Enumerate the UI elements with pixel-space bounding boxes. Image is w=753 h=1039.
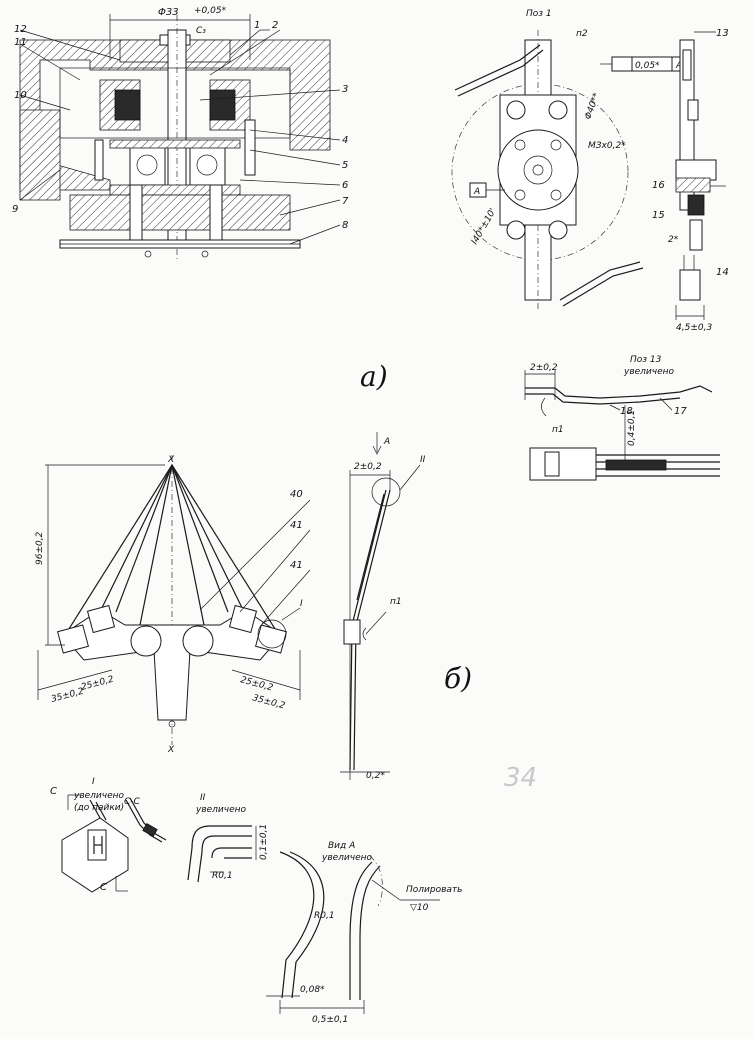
detail-II-dim: 0,1±0,1 [259, 824, 269, 860]
side-dim: 2* [668, 235, 679, 245]
figure-b-label: б) [444, 662, 472, 695]
detail-II-subtitle: увеличено [195, 805, 247, 815]
detail-I-line1: увеличено [73, 791, 125, 801]
view-A [266, 851, 440, 1014]
part-4: 4 [342, 135, 348, 146]
spring-dim-3: 25±0,2 [239, 675, 274, 693]
poz1-dim-1: Φ40** [583, 91, 602, 121]
page-number: 34 [504, 763, 537, 793]
poz1-title: Поз 1 [526, 9, 552, 19]
view-A-thickness: 0,08* [300, 985, 325, 995]
part-8: 8 [342, 220, 348, 231]
poz1-dim-2: МЗх0,2* [588, 141, 626, 151]
spring-height: 96±0,2 [35, 531, 45, 565]
part-12: 12 [14, 24, 27, 35]
spring-41-b: 41 [290, 560, 303, 571]
poz1-tol: 0,05* [635, 61, 660, 71]
view-A-radius: R0,1 [314, 911, 335, 921]
poz13-subtitle: увеличено [623, 367, 675, 377]
detail-I-section: С-С [124, 797, 141, 807]
poz1-view [451, 30, 689, 310]
side-bottom-dim: 4,5±0,3 [676, 323, 712, 333]
top-dimension-main: Φ33 [158, 7, 179, 18]
detail-II-view [187, 825, 257, 883]
part-6: 6 [342, 180, 348, 191]
part-7: 7 [342, 196, 349, 207]
spring-axis-top: X [167, 455, 175, 465]
part-1: 1 [254, 20, 260, 31]
part-10: 10 [14, 90, 27, 101]
part-2: 2 [272, 20, 278, 31]
poz13-17: 17 [674, 406, 687, 417]
poz13-view [524, 370, 720, 481]
figure-a-label: а) [360, 360, 388, 393]
spring-front-view [37, 455, 311, 745]
side-spring-arrow: A [383, 437, 390, 447]
spring-41-a: 41 [290, 520, 303, 531]
poz13-p1: п1 [552, 425, 564, 435]
assembly-section-view [19, 14, 341, 260]
detail-I-view [61, 794, 167, 893]
part-5: 5 [342, 160, 348, 171]
spring-40: 40 [290, 489, 303, 500]
spring-side-view [340, 432, 421, 780]
spring-axis-bottom: X [167, 745, 175, 755]
poz13-18: 18 [620, 406, 633, 417]
side-spring-dim-top: 2±0,2 [354, 462, 382, 472]
side-view [675, 31, 726, 320]
top-dimension-tol: +0,05* [194, 6, 227, 16]
side-14: 14 [716, 267, 729, 278]
part-9: 9 [12, 204, 18, 215]
view-A-polish: Полировать [406, 885, 462, 895]
view-A-subtitle: увеличено [321, 853, 373, 863]
poz1-tol-datum: A [675, 61, 682, 71]
spring-dim-2: 35±0,2 [50, 687, 85, 705]
detail-II-radius: R0,1 [212, 871, 233, 881]
detail-I-cut-top: C [50, 786, 57, 797]
detail-I-cut-bottom: C [100, 882, 107, 893]
side-15: 15 [652, 210, 665, 221]
side-spring-dim-bottom: 0,2* [366, 771, 385, 781]
poz13-title: Поз 13 [630, 355, 662, 365]
view-A-title: Вид А [328, 841, 355, 851]
poz13-dim2: 0,4±0,1 [627, 410, 637, 446]
part-3: 3 [342, 84, 348, 95]
spring-dim-4: 35±0,2 [251, 693, 286, 711]
view-A-width: 0,5±0,1 [312, 1015, 348, 1025]
poz1-datum: A [473, 187, 480, 197]
side-13: 13 [716, 28, 729, 39]
detail-II-mark: II [200, 793, 206, 803]
poz1-p2: п2 [576, 29, 588, 39]
detail-I-mark: I [92, 777, 95, 787]
side-16: 16 [652, 180, 665, 191]
part-11: 11 [14, 37, 27, 48]
side-spring-p1: п1 [390, 597, 402, 607]
spring-detail-mark: I [300, 599, 303, 609]
top-dimension-sub: C₃ [196, 26, 206, 36]
detail-I-line2: (до пайки) [74, 803, 124, 813]
side-spring-detail: II [420, 455, 426, 465]
poz13-dim: 2±0,2 [530, 363, 558, 373]
view-A-finish: ▽10 [410, 903, 429, 913]
